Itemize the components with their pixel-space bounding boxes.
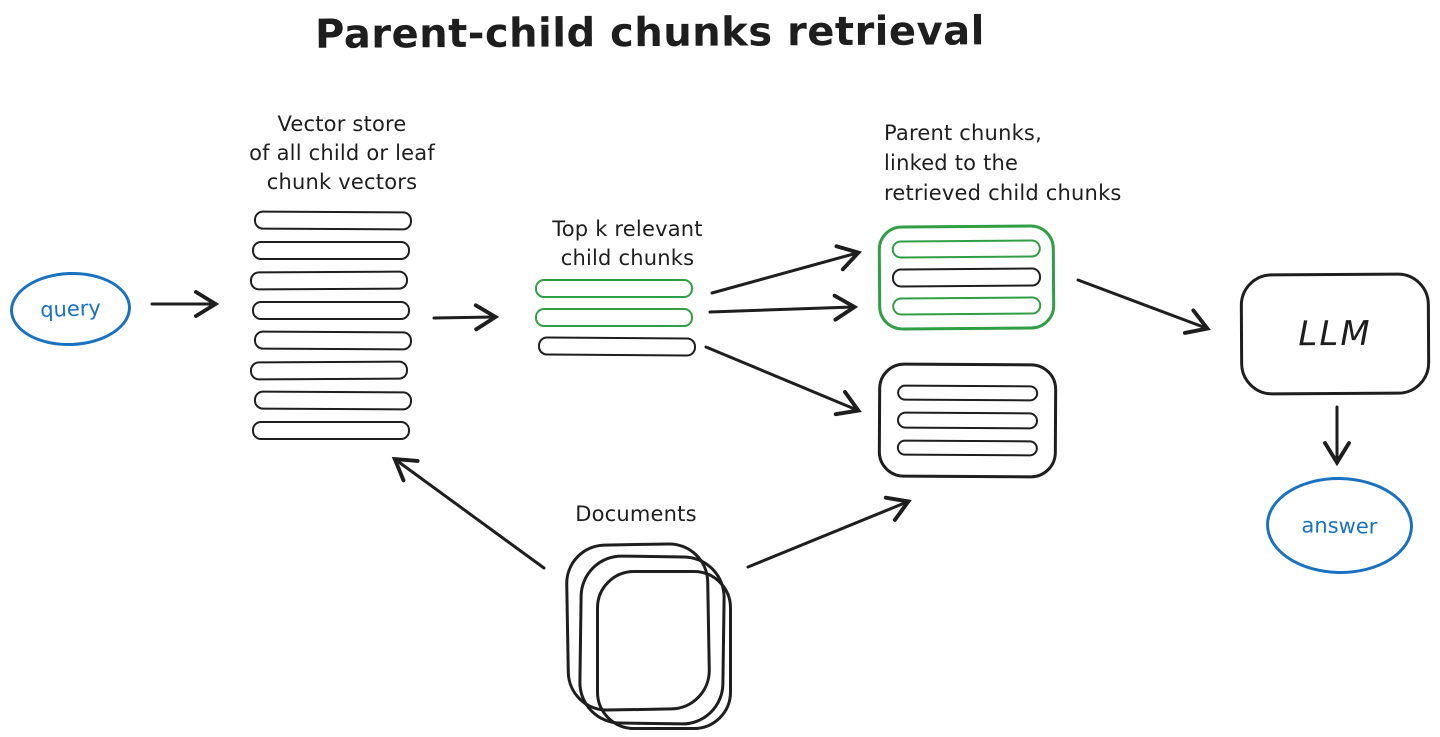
arrow-documents-to-vector-store [391, 456, 546, 570]
document-page [596, 570, 732, 730]
query-label: query [39, 295, 102, 323]
arrow-vector-store-to-top-k [432, 303, 500, 332]
parent-chunks-black-box [877, 362, 1058, 479]
query-node: query [8, 269, 133, 349]
documents-label: Documents [575, 502, 697, 526]
chunk-bar [253, 210, 413, 231]
parent-chunks-label-line2: linked to the [884, 151, 1019, 175]
top-k-node [535, 279, 697, 357]
vector-store-label-line2: of all child or leaf [249, 141, 435, 165]
parent-chunk-bar [892, 296, 1042, 316]
chunk-bar [253, 390, 413, 411]
parent-chunk-bar [891, 267, 1042, 288]
chunk-bar [252, 301, 410, 320]
vector-store-label: Vector store of all child or leaf chunk … [222, 110, 462, 197]
llm-node: LLM [1239, 272, 1431, 396]
arrow-top-k-to-green-parent-mid [708, 293, 859, 322]
child-chunk-bar [537, 336, 697, 357]
child-chunk-bar [535, 279, 693, 298]
parent-chunks-label-line1: Parent chunks, [884, 121, 1042, 145]
parent-chunks-green-box [877, 224, 1056, 331]
parent-chunks-label-line3: retrieved child chunks [884, 181, 1122, 205]
chunk-bar [253, 330, 413, 351]
parent-chunk-bar [891, 239, 1041, 259]
arrow-top-k-to-black-parent [704, 345, 862, 417]
chunk-bar [252, 421, 410, 440]
chunk-bar [252, 241, 410, 260]
llm-label: LLM [1298, 313, 1372, 355]
arrow-documents-to-black-parent [746, 495, 912, 569]
answer-label: answer [1301, 512, 1378, 539]
chunk-bar [249, 270, 409, 291]
vector-store-label-line1: Vector store [277, 112, 407, 136]
answer-node: answer [1265, 475, 1414, 576]
chunk-bar [249, 360, 409, 381]
parent-chunk-bar [897, 384, 1039, 402]
vector-store-label-line3: chunk vectors [266, 170, 418, 194]
arrow-green-parent-to-llm [1076, 278, 1211, 335]
diagram-title: Parent-child chunks retrieval [314, 8, 985, 58]
vector-store-node [249, 210, 413, 440]
top-k-label-line1: Top k relevant [552, 217, 703, 241]
top-k-label: Top k relevant child chunks [515, 215, 740, 273]
top-k-label-line2: child chunks [560, 246, 695, 270]
parent-chunks-label: Parent chunks, linked to the retrieved c… [884, 118, 1164, 208]
parent-chunk-bar [896, 439, 1038, 457]
child-chunk-bar [535, 308, 693, 327]
parent-chunk-bar [896, 411, 1039, 430]
